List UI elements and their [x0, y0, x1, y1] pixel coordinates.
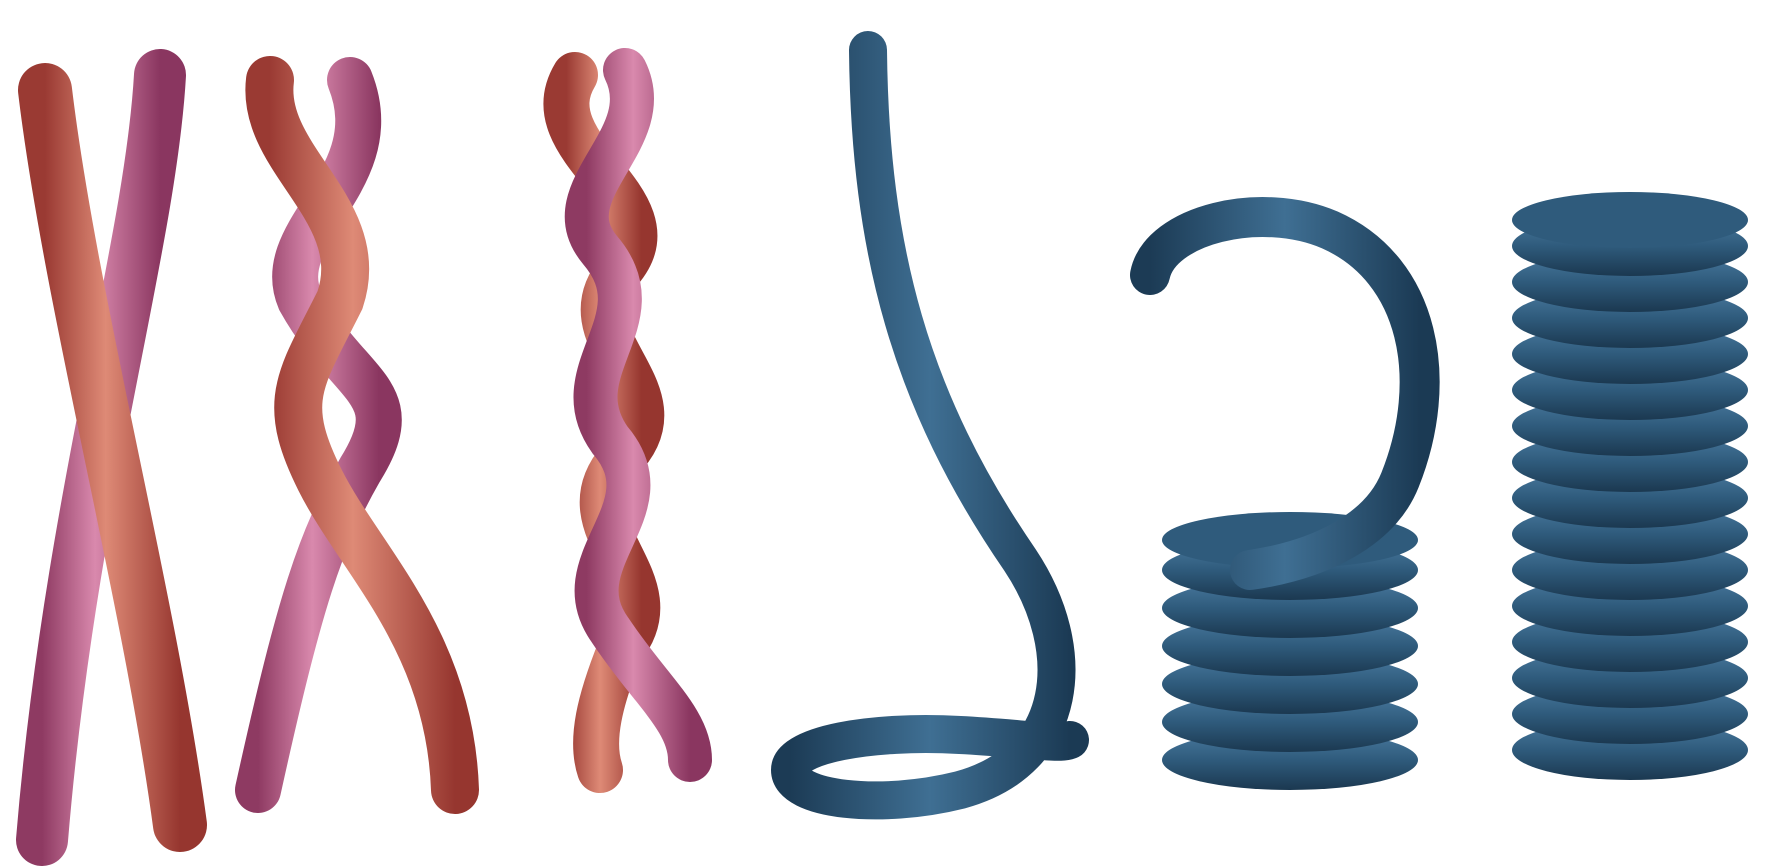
coil-stack	[1512, 192, 1748, 780]
panel-tightly-twisted-strands	[566, 70, 690, 770]
panel-partially-coiled-thread	[1150, 217, 1420, 790]
panel-fully-coiled-spiral	[1512, 192, 1748, 780]
blue-thread	[790, 50, 1070, 800]
panel-crossed-strands	[42, 75, 180, 840]
panel-uncoiled-thread	[790, 50, 1070, 800]
panel-loosely-twisted-strands	[258, 80, 455, 790]
